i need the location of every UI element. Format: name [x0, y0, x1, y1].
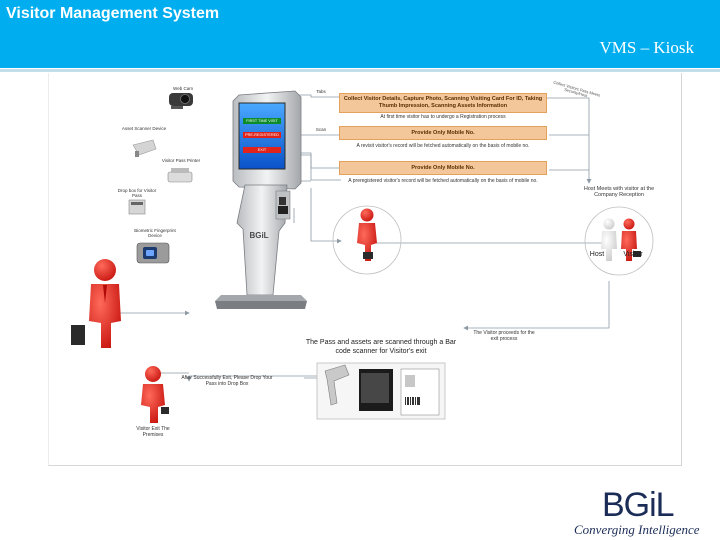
connector-lines: [119, 94, 610, 382]
fingerprint-device-icon: [136, 242, 170, 264]
connector-label-tabs: Tabs: [316, 89, 326, 94]
drop-box-icon: [128, 199, 146, 215]
header-subtitle: VMS – Kiosk: [599, 38, 694, 57]
barcode-scanner-panel: [316, 362, 446, 420]
host-meet-label: Host Meets with visitor at the Company R…: [583, 186, 655, 199]
step-box-revisit: Provide Only Mobile No.: [339, 126, 547, 140]
step-box-first-time: Collect Visitor Details, Capture Photo, …: [339, 93, 547, 113]
logo-tagline: Converging Intelligence: [574, 522, 700, 537]
connector-label-scan: Scan: [315, 127, 327, 132]
visitor-label: Visitor: [623, 251, 643, 258]
kiosk-brand: BGiL: [249, 231, 269, 240]
device-label-webcam: Web Cam: [173, 86, 193, 91]
screen-button-pre-registered[interactable]: PRE-REGISTERED: [243, 132, 281, 138]
host-visitor-figures: [601, 218, 641, 261]
device-label-drop-box: Drop box for Visitor Pass: [117, 188, 157, 199]
pass-printer-icon: [167, 168, 193, 183]
scan-caption: The Pass and assets are scanned through …: [305, 339, 457, 355]
visitor-figure-entering: [71, 259, 121, 348]
host-label: Host: [589, 251, 605, 258]
company-logo: BGiL Converging Intelligence: [574, 486, 720, 540]
card-scanner-icon: [132, 139, 157, 157]
logo-text: BGiL: [602, 486, 675, 524]
drop-instruction: After Successfully Exit, Please Drop You…: [181, 375, 273, 387]
visitor-figure-kiosk: [357, 208, 377, 261]
host-meet-circle: [584, 206, 654, 276]
header-title: Visitor Management System: [6, 5, 220, 22]
webcam-icon: [169, 93, 193, 109]
visitor-circle-kiosk: [332, 205, 402, 275]
device-label-pass-printer: Visitor Pass Printer: [161, 158, 201, 163]
device-label-card-scanner: Asset Scanner Device: [121, 126, 167, 131]
visitor-exit-label: Visitor Exit The Premises: [136, 426, 170, 438]
visitor-figure-exiting: [141, 366, 169, 423]
proceed-label: The Visitor proceeds for the exit proces…: [473, 330, 535, 342]
header-bar: [0, 0, 720, 68]
device-label-fingerprint: Biometric Fingerprint Device: [134, 228, 176, 239]
screen-button-exit[interactable]: EXIT: [243, 147, 281, 153]
step-note-first-time: At first time visitor has to undergo a R…: [380, 114, 506, 120]
step-note-preregistered: A preregistered visitor's record will be…: [348, 178, 538, 184]
step-note-revisit: A revisit visitor's record will be fetch…: [356, 143, 530, 149]
header-divider: [0, 69, 720, 72]
vms-kiosk-diagram: Web Cam Asset Scanner Device Visitor Pas…: [48, 73, 682, 466]
screen-button-first-time[interactable]: FIRST TIME VISIT: [243, 118, 281, 124]
step-box-preregistered: Provide Only Mobile No.: [339, 161, 547, 175]
